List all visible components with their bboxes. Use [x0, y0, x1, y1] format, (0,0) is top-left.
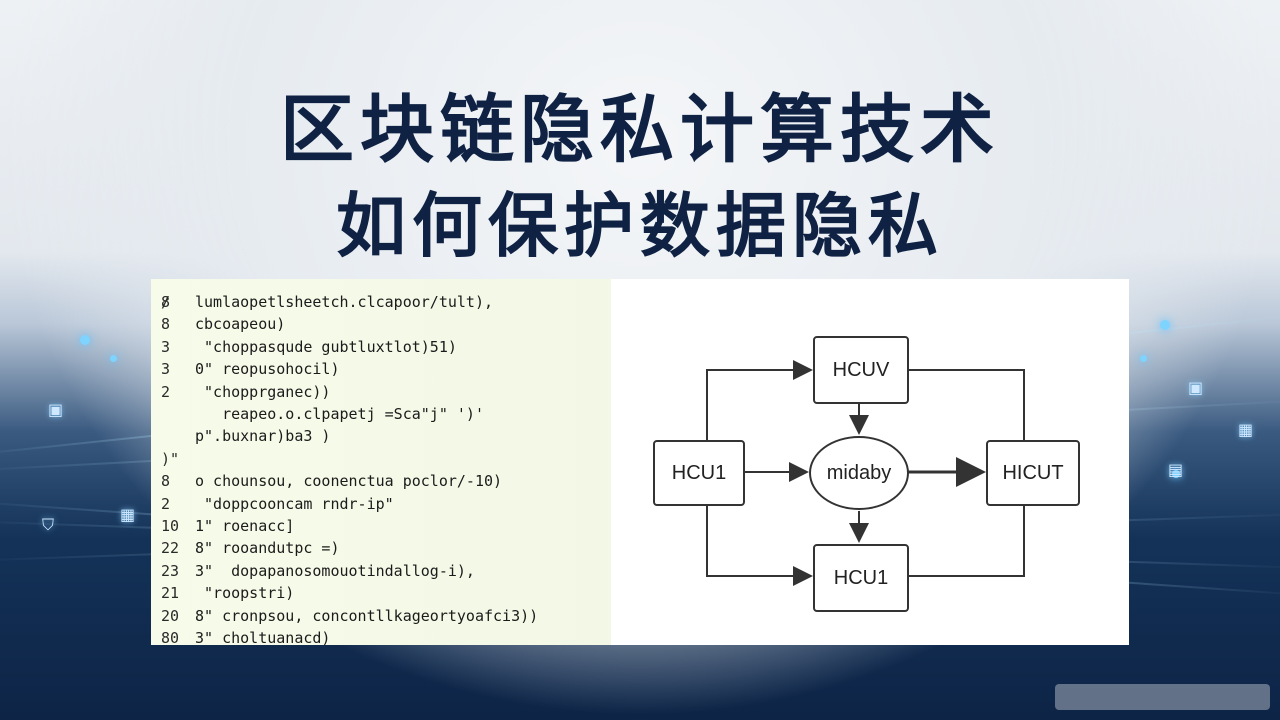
code-text: 8" rooandutpc =) [195, 539, 340, 558]
chip-icon: ▦ [120, 505, 136, 524]
line-number: 22 [161, 539, 180, 558]
glow-dot [1172, 470, 1180, 478]
edge-bottom-right [907, 506, 1025, 577]
grid-icon: ▦ [1238, 420, 1254, 439]
watermark [1055, 684, 1270, 710]
glow-dot [1160, 320, 1170, 330]
glow-dot [110, 355, 117, 362]
content-card: / 8 lumlaopetlsheetch.clcapoor/tult), 8 cbc… [151, 279, 1129, 645]
line-number: 2 [161, 382, 171, 401]
code-text: "roopstri) [195, 584, 295, 603]
line-number: 8 [161, 472, 171, 491]
line-number: 10 [161, 517, 180, 535]
code-text: "chopprganec)) [195, 382, 331, 401]
line-number: 21 [161, 584, 180, 603]
diagram-edges [706, 360, 1025, 586]
code-panel: / 8 lumlaopetlsheetch.clcapoor/tult), 8 cbc… [151, 279, 611, 645]
code-text: "doppcooncam rndr-ip" [195, 494, 394, 513]
edge-left-bottom [706, 506, 813, 586]
line-number: 3 [161, 360, 171, 379]
code-text: 8" cronpsou, concontllkageortyoafci3)) [195, 606, 539, 625]
lock-icon: ▣ [48, 400, 64, 419]
edge-top-right [907, 369, 1025, 441]
line-number: )" [161, 449, 180, 468]
code-text: "choppasqude gubtluxtlot)51) [195, 337, 457, 356]
node-right: HICUT [986, 440, 1080, 506]
line-number: 3 [161, 337, 171, 356]
title-line-1: 区块链隐私计算技术 [280, 87, 1000, 173]
edge-left-top [706, 360, 813, 441]
line-number: 20 [161, 606, 180, 625]
code-text: cbcoapeou) [195, 315, 286, 334]
code-text: 0" reopusohocil) [195, 360, 340, 379]
code-top-marker: / [161, 293, 171, 311]
node-top: HCUV [813, 336, 909, 404]
node-center: midaby [809, 436, 909, 510]
chip-icon: ▤ [1168, 460, 1184, 479]
flow-diagram: HCUV HCU1 midaby HICUT HCU1 [611, 279, 1129, 645]
line-number: 80 [161, 629, 180, 645]
lock-icon: ▣ [1188, 378, 1204, 397]
shield-icon: ⛉ [42, 515, 55, 534]
line-number: 8 [161, 315, 171, 334]
node-bottom: HCU1 [813, 544, 909, 612]
title-line-2: 如何保护数据隐私 [336, 185, 944, 267]
code-text: 3" dopapanosomouotindallog-i), [195, 561, 475, 580]
glow-dot [80, 335, 90, 345]
line-number: 8 [161, 293, 171, 311]
line-number: 23 [161, 561, 180, 580]
line-number: 2 [161, 494, 171, 513]
code-text: 3" choltuanacd) [195, 629, 331, 645]
code-text: lumlaopetlsheetch.clcapoor/tult), [195, 293, 494, 311]
code-text: p".buxnar)ba3 ) [195, 427, 331, 446]
node-left: HCU1 [653, 440, 745, 506]
code-text: 1" roenacc] [195, 517, 295, 535]
code-text: o chounsou, coonenctua poclor/-10) [195, 472, 503, 491]
glow-dot [1140, 355, 1147, 362]
code-text: reapeo.o.clpapetj =Sca"j" ')' [195, 405, 484, 423]
